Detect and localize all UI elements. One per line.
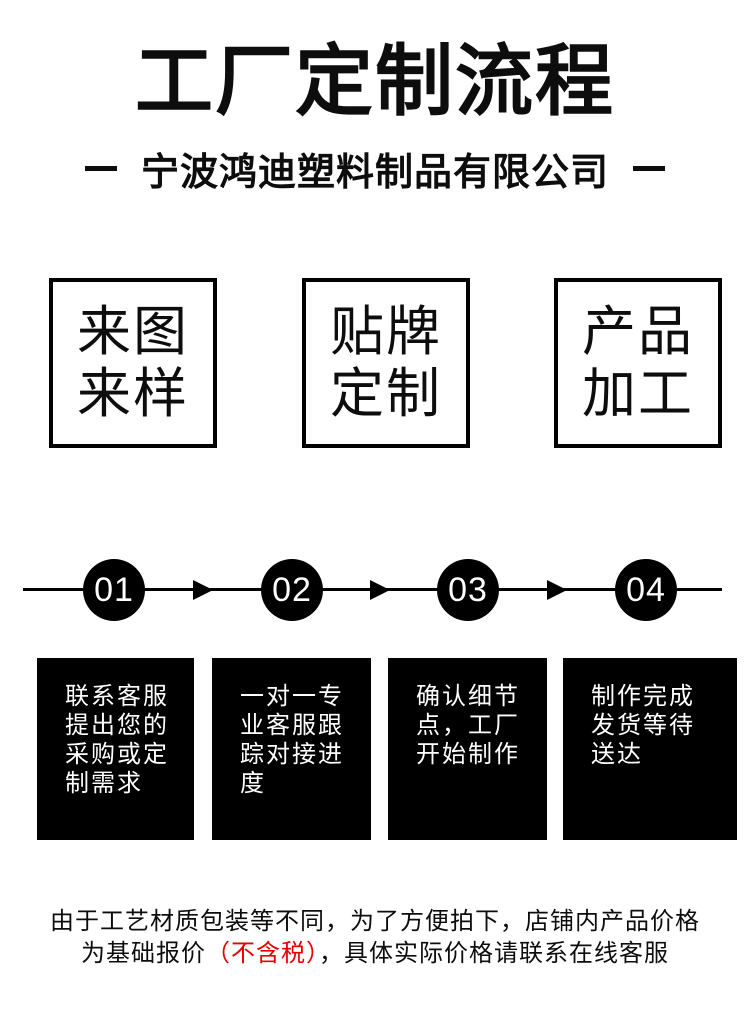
feature-box-line: 来图 xyxy=(77,302,189,362)
step-text-line: 提出您的 xyxy=(65,712,169,739)
process-step-circle-3: 03 xyxy=(437,559,499,621)
subtitle-right-dash xyxy=(633,165,665,171)
feature-box-processing: 产品 加工 xyxy=(554,278,722,448)
process-step-box-3: 确认细节 点，工厂 开始制作 xyxy=(388,658,547,840)
subtitle-left-dash xyxy=(84,165,117,171)
arrow-right-icon xyxy=(547,580,567,600)
step-text-line: 送达 xyxy=(591,741,643,768)
step-text-line: 开始制作 xyxy=(416,741,520,768)
process-step-circle-1: 01 xyxy=(83,559,145,621)
step-text-line: 制需求 xyxy=(65,770,143,797)
note-line-2-prefix: 为基础报价 xyxy=(81,940,206,967)
feature-box-oem: 贴牌 定制 xyxy=(302,278,470,448)
process-step-box-2: 一对一专 业客服跟 踪对接进 度 xyxy=(212,658,371,840)
step-text-line: 度 xyxy=(240,770,266,797)
step-number: 02 xyxy=(272,570,312,609)
step-text-line: 联系客服 xyxy=(65,683,169,710)
process-step-circle-4: 04 xyxy=(615,559,677,621)
step-text-line: 踪对接进 xyxy=(240,741,344,768)
note-highlight-no-tax: （不含税） xyxy=(206,940,319,967)
step-text-line: 采购或定 xyxy=(65,741,169,768)
feature-box-line: 定制 xyxy=(330,364,442,424)
process-step-box-4: 制作完成 发货等待 送达 xyxy=(563,658,737,840)
feature-box-line: 贴牌 xyxy=(330,302,442,362)
step-text-line: 制作完成 xyxy=(591,683,695,710)
step-text-line: 业客服跟 xyxy=(240,712,344,739)
price-disclaimer-note: 由于工艺材质包装等不同，为了方便拍下，店铺内产品价格 为基础报价（不含税），具体… xyxy=(0,906,750,970)
arrow-right-icon xyxy=(193,580,213,600)
step-text-line: 确认细节 xyxy=(416,683,520,710)
feature-box-line: 加工 xyxy=(582,364,694,424)
feature-box-sample: 来图 来样 xyxy=(49,278,217,448)
note-line-2-suffix: ，具体实际价格请联系在线客服 xyxy=(319,940,669,967)
step-text-line: 点，工厂 xyxy=(416,712,520,739)
subtitle: 宁波鸿迪塑料制品有限公司 xyxy=(0,140,750,196)
process-step-circle-2: 02 xyxy=(261,559,323,621)
step-text-line: 发货等待 xyxy=(591,712,695,739)
page-title: 工厂定制流程 xyxy=(134,37,615,125)
arrow-right-icon xyxy=(370,580,390,600)
step-number: 03 xyxy=(448,570,488,609)
feature-box-line: 来样 xyxy=(77,364,189,424)
process-step-box-1: 联系客服 提出您的 采购或定 制需求 xyxy=(37,658,194,840)
company-name: 宁波鸿迪塑料制品有限公司 xyxy=(140,151,609,194)
step-text-line: 一对一专 xyxy=(240,683,344,710)
note-line-1: 由于工艺材质包装等不同，为了方便拍下，店铺内产品价格 xyxy=(50,908,700,935)
feature-box-line: 产品 xyxy=(582,302,694,362)
note-line-2: 为基础报价（不含税），具体实际价格请联系在线客服 xyxy=(0,938,750,970)
step-number: 01 xyxy=(94,570,134,609)
step-number: 04 xyxy=(626,570,666,609)
